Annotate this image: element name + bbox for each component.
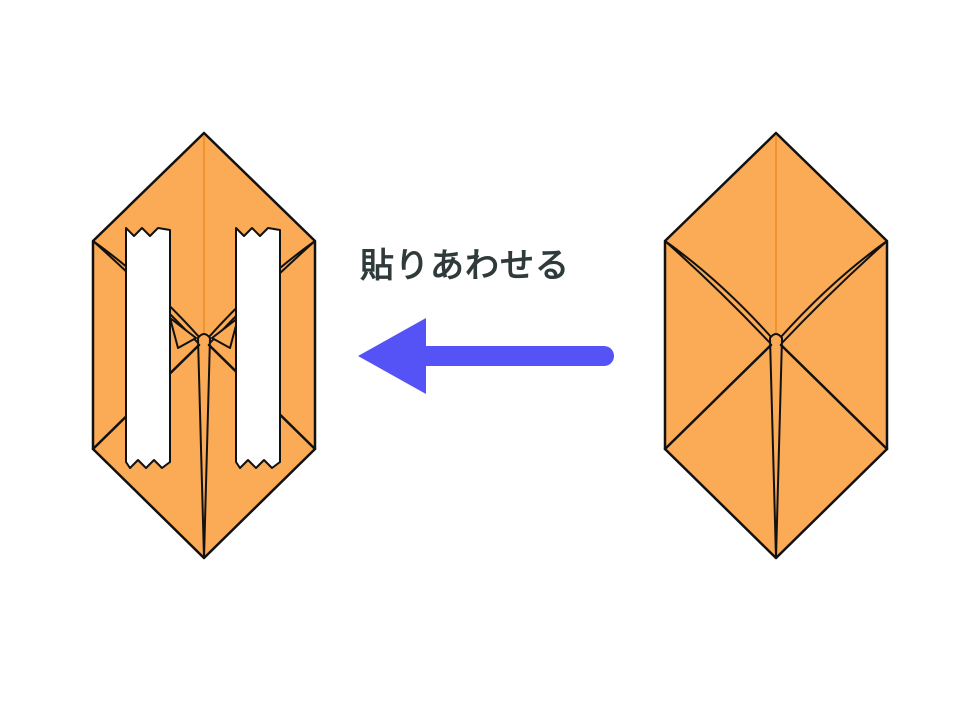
folded-piece-glued (91, 131, 317, 560)
instruction-label: 貼りあわせる (360, 246, 570, 286)
right-tape-strip (235, 227, 281, 469)
lower-right-fold-line (779, 343, 889, 451)
arrow-head (358, 318, 426, 394)
folded-piece-before (663, 131, 889, 560)
arrow-left-icon (358, 318, 614, 394)
center-slit (769, 333, 783, 559)
left-tape-strip (125, 227, 171, 469)
left-inner-wedge (169, 317, 197, 349)
right-inner-wedge (211, 317, 239, 349)
glued-center-slit (197, 333, 211, 559)
lower-left-fold-line (663, 343, 773, 451)
